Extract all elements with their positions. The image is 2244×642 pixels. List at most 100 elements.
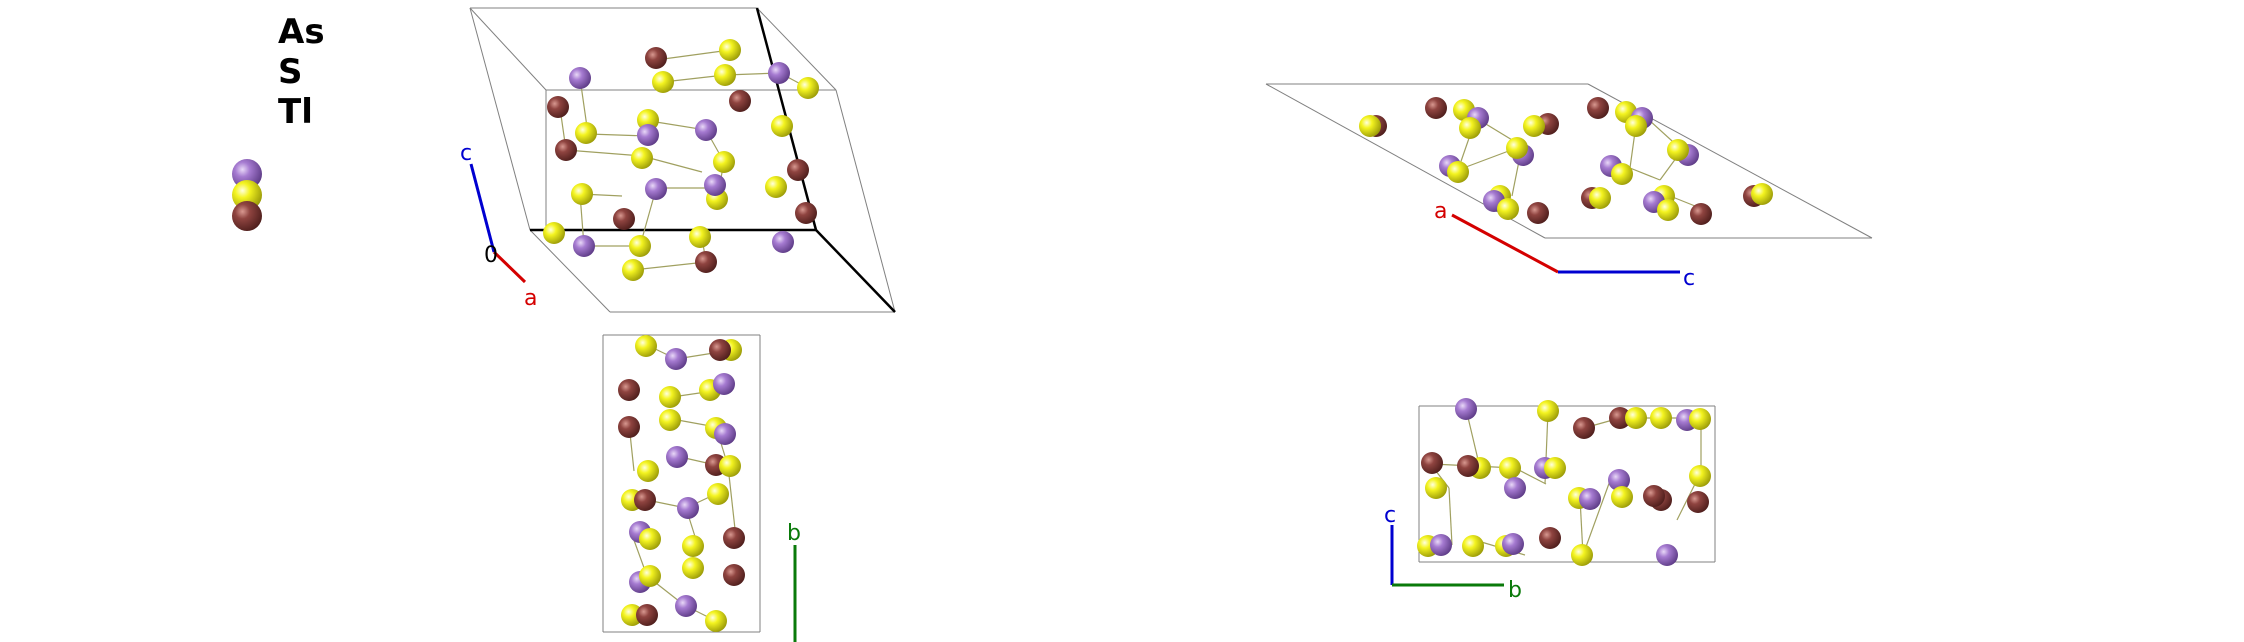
as-atom [772, 231, 794, 253]
s-atom [1625, 407, 1647, 429]
a-axis-line [1451, 213, 1559, 274]
tl-atom [636, 604, 658, 626]
axis-triad: c b [1384, 503, 1522, 603]
as-atom [1430, 534, 1452, 556]
s-atom [639, 565, 661, 587]
as-atom [695, 119, 717, 141]
s-atom [1657, 199, 1679, 221]
cell-edge-axis [815, 229, 896, 313]
tl-atom [723, 564, 745, 586]
tl-atom [634, 489, 656, 511]
s-atom [714, 64, 736, 86]
s-atom [637, 460, 659, 482]
tl-atom [1690, 203, 1712, 225]
tl-atom [709, 339, 731, 361]
as-atom [1579, 488, 1601, 510]
s-atom [771, 115, 793, 137]
as-atom [1502, 533, 1524, 555]
s-atom [1571, 544, 1593, 566]
atom-spheres [618, 335, 745, 632]
unit-cell-outline [1265, 83, 1873, 239]
c-axis-label: c [460, 141, 472, 166]
axis-triad: b [787, 521, 801, 642]
tl-atom [1539, 527, 1561, 549]
as-atom [1455, 398, 1477, 420]
s-atom [705, 610, 727, 632]
cell-edge [756, 7, 837, 91]
s-atom [575, 122, 597, 144]
as-atom [645, 178, 667, 200]
element-legend: As S Tl [232, 12, 325, 231]
perspective-view-panel: c 0 a [460, 7, 896, 313]
s-atom [765, 176, 787, 198]
tl-atom [1573, 417, 1595, 439]
s-atom [635, 335, 657, 357]
as-atom [714, 423, 736, 445]
s-atom [1544, 457, 1566, 479]
atom-spheres [1359, 97, 1773, 225]
s-atom [719, 455, 741, 477]
s-atom [1523, 115, 1545, 137]
tl-atom [1425, 97, 1447, 119]
s-atom [1589, 187, 1611, 209]
tl-atom [1687, 491, 1709, 513]
legend-swatch-as [232, 159, 262, 189]
bond-lines [559, 49, 809, 271]
tl-atom [547, 96, 569, 118]
as-atom [1504, 477, 1526, 499]
tl-atom [1457, 455, 1479, 477]
s-atom [659, 386, 681, 408]
origin-label: 0 [484, 243, 498, 268]
tl-atom [1643, 485, 1665, 507]
s-atom [1459, 117, 1481, 139]
tl-atom [618, 416, 640, 438]
s-atom [1689, 465, 1711, 487]
bond-line [1629, 167, 1661, 181]
cell-edge [469, 7, 547, 91]
s-atom [797, 77, 819, 99]
s-atom [1447, 161, 1469, 183]
legend-label-s: S [278, 52, 303, 92]
atom-spheres [543, 39, 819, 281]
as-atom [677, 497, 699, 519]
s-atom [1537, 400, 1559, 422]
cell-edge [835, 89, 896, 313]
axis-triad: a c [1434, 199, 1695, 291]
as-atom [1656, 544, 1678, 566]
tl-atom [645, 47, 667, 69]
s-atom [631, 147, 653, 169]
a-axis-label: a [1434, 199, 1447, 224]
unit-cell-outline [469, 7, 896, 313]
s-atom [1689, 408, 1711, 430]
tl-atom [618, 379, 640, 401]
legend-swatch-tl [232, 201, 262, 231]
bond-lines [1431, 408, 1702, 556]
bond-line [565, 149, 643, 157]
as-atom [573, 235, 595, 257]
s-atom [1751, 183, 1773, 205]
bond-line [1582, 477, 1612, 556]
s-atom [1506, 137, 1528, 159]
b-axis-label: b [787, 521, 801, 546]
s-atom [659, 409, 681, 431]
a-axis-label: a [524, 286, 537, 311]
s-atom [1497, 198, 1519, 220]
s-atom [719, 39, 741, 61]
as-atom [666, 446, 688, 468]
as-atom [713, 373, 735, 395]
legend-label-as: As [278, 12, 325, 52]
s-atom [689, 226, 711, 248]
atom-spheres [1417, 398, 1711, 566]
s-atom [639, 528, 661, 550]
s-atom [707, 483, 729, 505]
tl-atom [729, 90, 751, 112]
s-atom [713, 151, 735, 173]
c-axis-line [469, 163, 496, 253]
tl-atom [795, 202, 817, 224]
tl-atom [1609, 407, 1631, 429]
unit-cell-outline [602, 334, 761, 633]
tl-atom [1587, 97, 1609, 119]
s-atom [1611, 163, 1633, 185]
as-atom [1608, 469, 1630, 491]
